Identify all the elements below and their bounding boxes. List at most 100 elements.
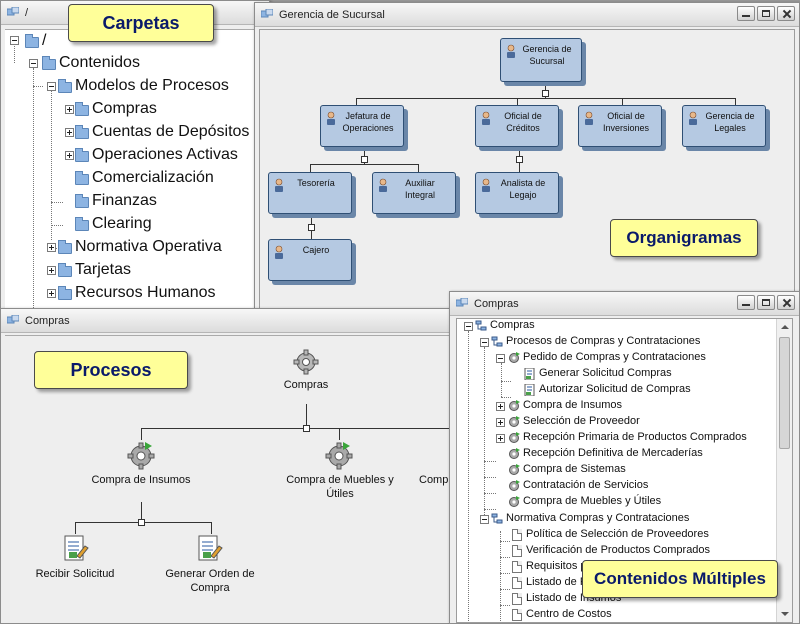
folder-node[interactable]: Recursos Humanos [58,284,216,302]
maximize-button[interactable] [757,6,775,21]
window-title: Compras [25,315,70,327]
content-node-process[interactable]: Compra de Sistemas [508,463,626,475]
content-node-model[interactable]: Compras [475,319,535,331]
minimize-button[interactable] [737,6,755,21]
process-titlebar[interactable]: Compras [1,309,459,333]
content-node-process[interactable]: Compra de Insumos [508,399,622,411]
folder-node[interactable]: Modelos de Procesos [58,77,229,95]
process-label: Compras [283,379,329,391]
org-node-label: Oficial de Inversiones [602,111,650,133]
process-canvas[interactable]: Compras Compra de Insumos Compra de Mueb… [5,335,459,623]
collapse-toggle-root[interactable] [10,36,19,45]
org-chart-titlebar[interactable]: Gerencia de Sucursal [255,3,799,27]
folder-node[interactable]: Finanzas [75,192,157,210]
content-node-process[interactable]: Contratación de Servicios [508,479,648,491]
content-node-process[interactable]: Pedido de Compras y Contrataciones [508,351,706,363]
content-node-process[interactable]: Recepción Primaria de Productos Comprado… [508,431,747,443]
scroll-up-arrow-icon[interactable] [777,319,793,335]
content-node-model[interactable]: Procesos de Compras y Contrataciones [491,335,700,347]
collapse-toggle-compras[interactable] [464,322,473,331]
process-gear-icon [509,352,520,363]
maximize-button[interactable] [757,295,775,310]
subprocess-gear-icon[interactable] [127,440,157,470]
org-chart-window: Gerencia de Sucursal Gerencia de Sucursa… [254,2,800,310]
scrollbar-thumb[interactable] [779,337,790,449]
collapse-toggle-procesos[interactable] [480,338,489,347]
org-node-tesoreria[interactable]: Tesorería [268,172,352,214]
task-form-icon[interactable] [63,534,89,564]
org-node-oficial-inversiones[interactable]: Oficial de Inversiones [578,105,662,147]
subprocess-gear-icon[interactable] [325,440,355,470]
model-tree-icon [475,320,487,331]
org-node-cajero[interactable]: Cajero [268,239,352,281]
close-button[interactable] [777,295,795,310]
minimize-button[interactable] [737,295,755,310]
close-button[interactable] [777,6,795,21]
expand-toggle-operaciones[interactable] [65,151,74,160]
person-icon [482,178,490,192]
org-node-gerencia-legales[interactable]: Gerencia de Legales [682,105,766,147]
folder-node[interactable]: Tarjetas [58,261,131,279]
document-icon [512,529,522,541]
folder-label: Compras [92,100,157,117]
process-gear-icon [509,480,520,491]
org-node-analista-legajo[interactable]: Analista de Legajo [475,172,559,214]
task-form-icon[interactable] [197,534,223,564]
scroll-down-arrow-icon[interactable] [777,606,793,622]
folder-icon [58,79,72,93]
window-icon [7,7,19,16]
contents-titlebar[interactable]: Compras [450,292,799,316]
folder-node[interactable]: / [25,32,46,50]
folder-icon [58,240,72,254]
folder-node[interactable]: Clearing [75,215,152,233]
org-node-gerencia-sucursal[interactable]: Gerencia de Sucursal [500,38,582,82]
expand-toggle-compras[interactable] [65,105,74,114]
process-gear-icon[interactable] [293,349,319,375]
folder-tree[interactable]: / Contenidos Modelos de Procesos Compras… [5,29,269,309]
collapse-toggle-contenidos[interactable] [29,59,38,68]
content-label: Verificación de Productos Comprados [526,544,711,556]
content-node-task[interactable]: Generar Solicitud Compras [524,367,672,380]
org-node-jefatura-operaciones[interactable]: Jefatura de Operaciones [320,105,404,147]
folder-node[interactable]: Normativa Operativa [58,238,222,256]
content-node-document[interactable]: Listado de P [512,576,587,589]
process-label: Recibir Solicitud [35,568,115,580]
expand-toggle-insumos[interactable] [496,402,505,411]
content-label: Selección de Proveedor [523,415,640,427]
callout-contenidos: Contenidos Múltiples [582,560,778,598]
content-node-task[interactable]: Autorizar Solicitud de Compras [524,383,691,396]
collapse-toggle-pedido[interactable] [496,354,505,363]
org-node-auxiliar-integral[interactable]: Auxiliar Integral [372,172,456,214]
content-node-process[interactable]: Compra de Muebles y Útiles [508,495,661,507]
collapse-toggle-modelos[interactable] [47,82,56,91]
folder-node[interactable]: Contenidos [42,54,140,72]
expand-toggle-rrhh[interactable] [47,289,56,298]
content-node-model[interactable]: Normativa Compras y Contrataciones [491,512,689,524]
process-gear-icon [509,416,520,427]
expand-toggle-tarjetas[interactable] [47,266,56,275]
content-node-process[interactable]: Selección de Proveedor [508,415,640,427]
person-icon [275,245,283,259]
expand-toggle-normativa[interactable] [47,243,56,252]
folder-node[interactable]: Cuentas de Depósitos [75,123,249,141]
content-label: Centro de Costos [526,608,612,620]
content-label: Compra de Insumos [523,399,623,411]
content-label: Política de Selección de Proveedores [526,528,709,540]
folder-node[interactable]: Operaciones Activas [75,146,238,164]
expand-toggle-recepcion[interactable] [496,434,505,443]
expand-toggle-seleccion[interactable] [496,418,505,427]
vertical-scrollbar[interactable] [776,319,792,622]
expand-toggle-cuentas[interactable] [65,128,74,137]
folder-node[interactable]: Comercialización [75,169,214,187]
content-node-process[interactable]: Recepción Definitiva de Mercaderías [508,447,703,459]
collapse-toggle-normativa[interactable] [480,515,489,524]
content-node-document[interactable]: Centro de Costos [512,608,612,621]
content-node-document[interactable]: Requisitos p [512,560,587,573]
org-chart-canvas[interactable]: Gerencia de Sucursal Jefatura de Operaci… [259,29,795,309]
process-gear-icon [509,400,520,411]
org-node-oficial-creditos[interactable]: Oficial de Créditos [475,105,559,147]
content-node-document[interactable]: Política de Selección de Proveedores [512,528,709,541]
folder-node[interactable]: Compras [75,100,157,118]
content-label: Requisitos p [526,560,587,572]
content-node-document[interactable]: Verificación de Productos Comprados [512,544,711,557]
